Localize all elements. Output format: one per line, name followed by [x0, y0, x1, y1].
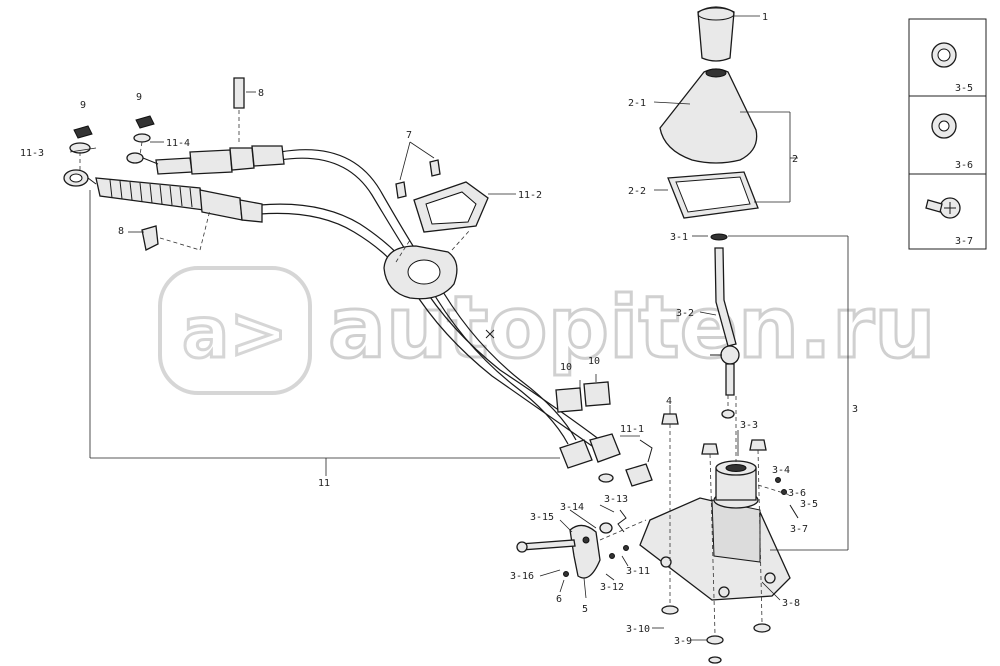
label-3-15: 3-15 [530, 512, 554, 523]
label-2: 2 [792, 154, 798, 165]
part-shift-lever [692, 233, 848, 396]
part-labels: 1 2 2-1 2-2 3 3-1 3-2 3-3 3-4 3-5 3-6 3-… [20, 12, 858, 647]
part-boot-frame [654, 112, 798, 219]
watermark: a> autopiten.ru [158, 266, 937, 395]
label-3-10: 3-10 [626, 624, 650, 635]
label-3-2: 3-2 [676, 308, 694, 319]
fasteners-base [652, 395, 799, 664]
label-10-right: 10 [588, 356, 600, 367]
label-3-16: 3-16 [510, 571, 534, 582]
screw-icon [925, 197, 961, 219]
inset-label-3-7: 3-7 [955, 236, 973, 247]
part-cable-cover-plate [395, 141, 516, 263]
part-shift-boot [653, 68, 790, 164]
watermark-logo-mark: a> [182, 292, 288, 374]
label-7: 7 [406, 130, 412, 141]
label-8-left: 8 [118, 226, 124, 237]
label-1: 1 [762, 12, 768, 23]
label-9-left: 9 [80, 100, 86, 111]
fasteners-cable-ends [69, 77, 256, 251]
part-shifter-base [639, 460, 791, 601]
group-3-bracket [770, 236, 849, 551]
label-10-left: 10 [560, 362, 572, 373]
label-6: 6 [556, 594, 562, 605]
label-11-1: 11-1 [620, 424, 644, 435]
part-select-lever [516, 509, 647, 581]
label-2-2: 2-2 [628, 186, 646, 197]
inset-label-3-6: 3-6 [955, 160, 973, 171]
leader-lines [325, 374, 739, 599]
label-3-3: 3-3 [740, 420, 758, 431]
label-3-5: 3-5 [800, 499, 818, 510]
label-3-14: 3-14 [560, 502, 584, 513]
watermark-logo-frame [158, 266, 312, 395]
label-5: 5 [582, 604, 588, 615]
label-11: 11 [318, 478, 330, 489]
label-3-1: 3-1 [670, 232, 688, 243]
label-3-12: 3-12 [600, 582, 624, 593]
label-3-6: 3-6 [788, 488, 806, 499]
label-11-3: 11-3 [20, 148, 44, 159]
part-shift-knob [697, 6, 760, 62]
label-9-right: 9 [136, 92, 142, 103]
inset-label-3-5: 3-5 [955, 83, 973, 94]
label-3-13: 3-13 [604, 494, 628, 505]
label-11-4: 11-4 [166, 138, 190, 149]
label-3-7: 3-7 [790, 524, 808, 535]
label-3-4: 3-4 [772, 465, 790, 476]
label-3-9: 3-9 [674, 636, 692, 647]
label-3-11: 3-11 [626, 566, 650, 577]
label-2-1: 2-1 [628, 98, 646, 109]
label-8-top: 8 [258, 88, 264, 99]
label-4: 4 [666, 396, 672, 407]
inset-panel: 3-5 3-6 3-7 [908, 18, 987, 250]
label-3: 3 [852, 404, 858, 415]
label-3-8: 3-8 [782, 598, 800, 609]
label-11-2: 11-2 [518, 190, 542, 201]
part-shift-cables [63, 145, 653, 487]
